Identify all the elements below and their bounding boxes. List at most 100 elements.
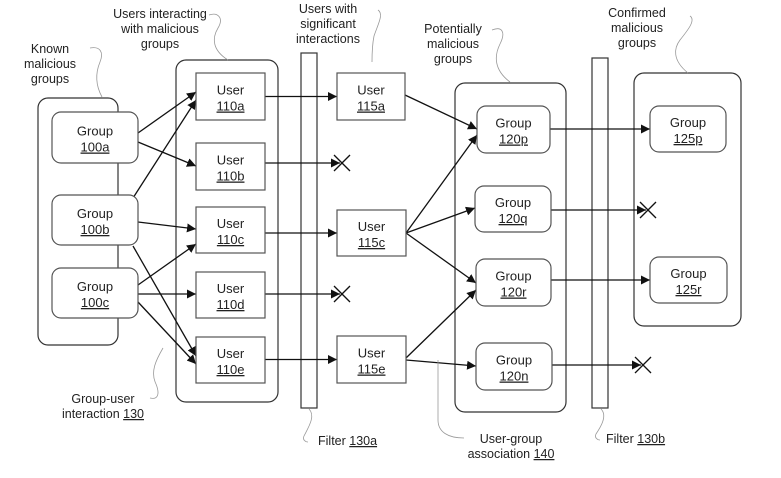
significant-user-label: User xyxy=(358,346,386,361)
reference-130: 130 xyxy=(123,407,144,421)
known-group-box xyxy=(51,194,139,246)
caption-known-groups: Known malicious groups xyxy=(24,42,76,86)
potential-group-label: Group xyxy=(495,269,531,284)
caption-line: Filter 130a xyxy=(318,434,377,448)
caption-filter-130b: Filter 130b xyxy=(606,432,665,446)
interacting-user-reference: 110b xyxy=(217,169,245,184)
edge-100c-to-110c xyxy=(137,243,197,286)
edge-100b-to-110a xyxy=(132,99,197,199)
edge-115c-to-120q xyxy=(405,206,476,234)
caption-line: Known xyxy=(31,42,69,56)
caption-confirmed-groups: Confirmed malicious groups xyxy=(608,6,666,50)
interacting-user-label: User xyxy=(217,346,245,361)
interacting-user-label: User xyxy=(217,83,245,98)
significant-user-box xyxy=(336,335,407,384)
confirmed-group-label: Group xyxy=(670,115,706,130)
leader-filter-130a xyxy=(303,408,313,443)
leader-user-group-association xyxy=(437,360,465,439)
caption-line: Potentially xyxy=(424,22,482,36)
potential-group-box xyxy=(475,258,552,307)
caption-line: Users with xyxy=(299,2,357,16)
caption-line: Confirmed xyxy=(608,6,666,20)
interacting-user-reference: 110d xyxy=(217,297,245,312)
caption-line: significant xyxy=(300,17,356,31)
filtered-x-icon xyxy=(639,201,657,219)
significant-user-box xyxy=(336,209,407,257)
edge-100b-to-110c xyxy=(137,221,197,233)
significant-user-reference: 115c xyxy=(358,235,386,250)
caption-line: association 140 xyxy=(468,447,555,461)
potential-groups-container xyxy=(454,82,567,413)
edge-115c-to-120r xyxy=(405,232,477,284)
known-group-label: Group xyxy=(77,279,113,294)
caption-text: Filter xyxy=(318,434,349,448)
known-group-reference: 100b xyxy=(81,222,110,237)
caption-line: User-group xyxy=(480,432,543,446)
caption-line: groups xyxy=(31,72,69,86)
potential-group-reference: 120p xyxy=(499,132,528,147)
caption-text: association xyxy=(468,447,534,461)
potential-group-reference: 120r xyxy=(500,285,527,300)
interacting-user-reference: 110e xyxy=(217,362,245,377)
caption-group-user-interaction: Group-user interaction 130 xyxy=(62,392,144,421)
confirmed-group-reference: 125p xyxy=(674,131,703,146)
interacting-user-reference: 110c xyxy=(217,232,245,247)
reference-140: 140 xyxy=(534,447,555,461)
confirmed-group-reference: 125r xyxy=(675,282,702,297)
caption-line: groups xyxy=(141,37,179,51)
leader-filter-130b xyxy=(595,408,605,441)
leader-known-groups xyxy=(89,47,103,98)
potential-group-box xyxy=(476,105,551,154)
significant-user-label: User xyxy=(357,83,385,98)
interacting-user-box xyxy=(195,336,266,384)
caption-text: interaction xyxy=(62,407,123,421)
filter-130a-bar xyxy=(300,52,318,409)
significant-user-reference: 115e xyxy=(358,362,386,377)
potential-group-box xyxy=(474,185,552,233)
known-group-label: Group xyxy=(77,206,113,221)
potential-group-label: Group xyxy=(495,116,531,131)
edge-115e-to-120r xyxy=(405,289,477,359)
edge-100c-to-110e xyxy=(137,301,197,365)
filter-130b-bar xyxy=(591,57,609,409)
caption-line: interactions xyxy=(296,32,360,46)
x-stroke xyxy=(634,356,652,374)
interacting-user-label: User xyxy=(217,281,245,296)
x-stroke xyxy=(333,285,351,303)
x-stroke xyxy=(333,154,351,172)
caption-potential-groups: Potentially malicious groups xyxy=(424,22,482,66)
known-group-label: Group xyxy=(77,124,113,139)
interacting-user-box xyxy=(195,142,266,191)
potential-group-label: Group xyxy=(496,353,532,368)
interacting-user-box xyxy=(195,271,266,319)
potential-group-label: Group xyxy=(495,195,531,210)
confirmed-group-label: Group xyxy=(670,266,706,281)
filtered-x-icon xyxy=(333,285,351,303)
caption-line: with malicious xyxy=(120,22,199,36)
caption-line: malicious xyxy=(24,57,76,71)
caption-line: groups xyxy=(618,36,656,50)
caption-line: interaction 130 xyxy=(62,407,144,421)
caption-line: Filter 130b xyxy=(606,432,665,446)
confirmed-group-box xyxy=(649,256,728,304)
filtered-x-icon xyxy=(333,154,351,172)
significant-user-reference: 115a xyxy=(357,99,386,114)
known-group-reference: 100a xyxy=(81,140,111,155)
edges-layer xyxy=(132,91,657,374)
leader-users-significant xyxy=(371,9,381,63)
potential-group-box xyxy=(475,342,553,391)
